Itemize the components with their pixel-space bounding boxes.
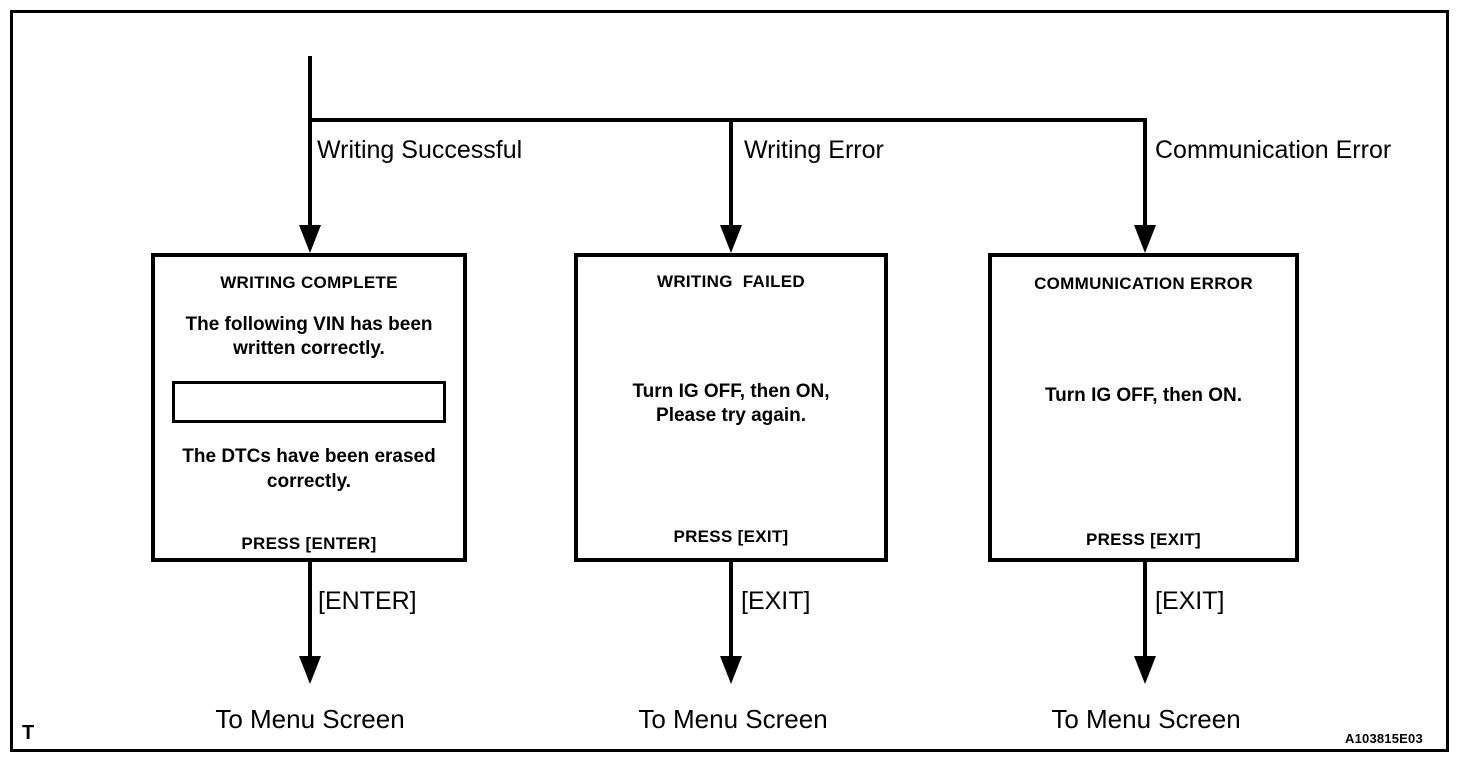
branch-line-writing-successful bbox=[308, 118, 312, 228]
exit-arrow-enter bbox=[299, 656, 321, 684]
branch-arrow-writing-successful bbox=[299, 225, 321, 253]
figure-id-code: A103815E03 bbox=[1345, 731, 1423, 746]
exit-destination-communication-error: To Menu Screen bbox=[1051, 704, 1241, 734]
exit-line-exit-communication-error bbox=[1143, 562, 1147, 662]
screen-title-writing-complete: WRITING COMPLETE bbox=[220, 273, 398, 292]
screen-footer-press-enter: PRESS [ENTER] bbox=[241, 534, 377, 554]
screen-title-writing-failed: WRITING FAILED bbox=[656, 272, 806, 291]
screen-message-writing-failed: Turn IG OFF, then ON, Please try again. bbox=[632, 380, 830, 427]
screen-footer-press-exit-communication-error: PRESS [EXIT] bbox=[1085, 530, 1202, 550]
branch-line-communication-error bbox=[1143, 118, 1147, 228]
figure-frame bbox=[10, 10, 1449, 752]
exit-destination-writing-failed: To Menu Screen bbox=[638, 704, 828, 734]
branch-line-writing-error bbox=[729, 118, 733, 228]
exit-key-label-exit-communication-error: [EXIT] bbox=[1155, 587, 1225, 615]
trunk-line bbox=[308, 56, 312, 122]
screen-message-dtc-erased: The DTCs have been erased correctly. bbox=[182, 446, 436, 492]
exit-line-enter bbox=[308, 562, 312, 662]
branch-bar bbox=[308, 118, 1147, 122]
exit-destination-enter: To Menu Screen bbox=[215, 704, 405, 734]
vin-value-field[interactable] bbox=[172, 381, 446, 424]
branch-arrow-writing-error bbox=[720, 225, 742, 253]
corner-mark: T bbox=[22, 722, 35, 744]
screen-communication-error: COMMUNICATION ERROR Turn IG OFF, then ON… bbox=[988, 253, 1299, 562]
branch-label-writing-error: Writing Error bbox=[744, 136, 884, 164]
exit-arrow-exit-communication-error bbox=[1134, 656, 1156, 684]
branch-label-communication-error: Communication Error bbox=[1155, 136, 1392, 164]
branch-label-writing-successful: Writing Successful bbox=[317, 136, 523, 164]
screen-message-communication-error: Turn IG OFF, then ON. bbox=[1044, 384, 1243, 406]
screen-writing-complete: WRITING COMPLETE The following VIN has b… bbox=[151, 253, 467, 562]
exit-arrow-exit-writing-failed bbox=[720, 656, 742, 684]
screen-footer-press-exit-writing-failed: PRESS [EXIT] bbox=[673, 527, 789, 547]
branch-arrow-communication-error bbox=[1134, 225, 1156, 253]
screen-title-communication-error: COMMUNICATION ERROR bbox=[1034, 274, 1253, 293]
exit-key-label-exit-writing-failed: [EXIT] bbox=[741, 587, 811, 615]
exit-line-exit-writing-failed bbox=[729, 562, 733, 662]
screen-writing-failed: WRITING FAILED Turn IG OFF, then ON, Ple… bbox=[574, 253, 888, 562]
exit-key-label-enter: [ENTER] bbox=[318, 587, 417, 615]
screen-message-vin-written: The following VIN has been written corre… bbox=[185, 313, 433, 360]
